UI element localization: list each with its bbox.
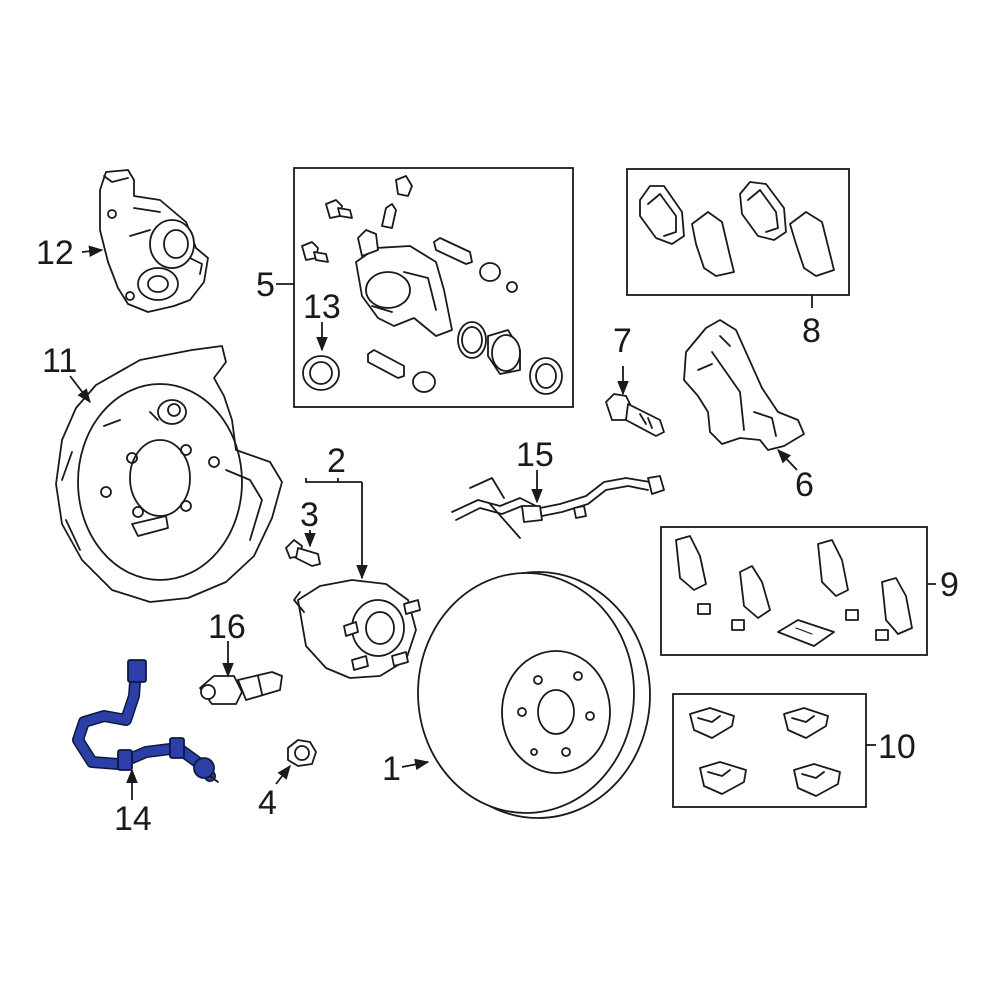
part-2-hub-bearing[interactable] (293, 579, 421, 679)
callout-3: 3 (300, 496, 319, 534)
part-1-brake-rotor[interactable] (417, 571, 651, 819)
part-4-hub-nut[interactable] (287, 739, 317, 767)
part-5-piston-kit[interactable] (457, 321, 563, 395)
callout-10: 10 (878, 728, 916, 766)
leader-lines (69, 245, 936, 800)
part-8-pads[interactable] (639, 181, 835, 277)
callout-2: 2 (327, 442, 346, 480)
part-11-backing-plate[interactable] (55, 345, 283, 603)
part-9-shims-and-clips[interactable] (675, 535, 913, 647)
callout-11: 11 (42, 342, 77, 380)
part-15-sensor-harness[interactable] (451, 475, 665, 539)
part-7-bolt[interactable] (605, 393, 665, 437)
callout-7: 7 (613, 322, 632, 360)
callout-15: 15 (516, 436, 554, 474)
part-3-bolt[interactable] (285, 539, 321, 567)
callout-5: 5 (256, 266, 275, 304)
part-10-clips[interactable] (689, 707, 841, 797)
part-6-caliper-bracket[interactable] (683, 319, 805, 451)
part-5-caliper-box (293, 167, 574, 408)
part-14-brake-hose[interactable] (72, 659, 219, 783)
callout-4: 4 (258, 784, 277, 822)
callout-6: 6 (795, 466, 814, 504)
callout-9: 9 (940, 566, 959, 604)
callout-1: 1 (382, 750, 401, 788)
callout-16: 16 (208, 608, 246, 646)
part-8-pad-box (626, 168, 850, 296)
part-10-box (672, 693, 867, 808)
part-12-parking-brake-actuator[interactable] (99, 169, 209, 313)
part-16-abs-sensor[interactable] (199, 671, 283, 705)
callout-14: 14 (114, 800, 152, 838)
callout-13: 13 (303, 288, 341, 326)
callout-8: 8 (802, 312, 821, 350)
part-5-bolts-small[interactable] (301, 175, 518, 393)
part-13-seal[interactable] (302, 355, 340, 391)
part-9-box (660, 526, 928, 656)
callout-labels: 12 5 13 8 7 11 2 15 6 3 9 16 10 1 4 14 (36, 234, 959, 838)
callout-12: 12 (36, 234, 74, 272)
part-5-caliper[interactable] (355, 229, 453, 337)
